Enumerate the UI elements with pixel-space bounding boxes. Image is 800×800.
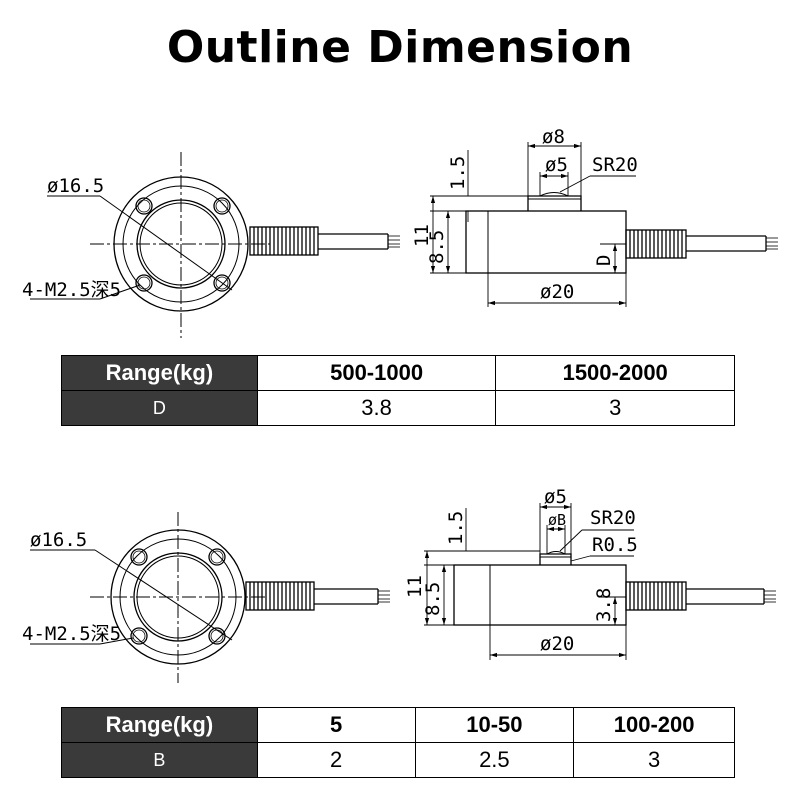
dim-holes: 4-M2.5深5 [22, 623, 121, 645]
range-cell: 100-200 [573, 707, 735, 743]
flange-outline [110, 529, 246, 665]
bolt-hole [130, 627, 148, 645]
dim-flange-diameter: ø16.5 [47, 175, 104, 197]
range-cell: 500-1000 [256, 355, 497, 391]
range-header-label: Range(kg) [61, 355, 258, 391]
strain-relief [625, 581, 687, 611]
dim-body-diameter: ø20 [540, 633, 574, 655]
table-row: D 3.8 3 [61, 390, 735, 426]
side-view-2 [424, 503, 776, 660]
dim-top-height: 1.5 [447, 156, 469, 190]
dim-body-diameter: ø20 [540, 281, 574, 303]
flange-outline [113, 176, 249, 312]
strain-relief [249, 226, 319, 256]
bolt-hole [130, 548, 148, 566]
range-cell: 5 [256, 707, 416, 743]
table-header-row: Range(kg) 500-1000 1500-2000 [61, 355, 735, 391]
value-cell: 3 [573, 742, 735, 778]
bolt-hole [213, 274, 231, 292]
bolt-hole [135, 197, 153, 215]
dim-sphere-radius: SR20 [590, 507, 636, 529]
value-cell: 2.5 [414, 742, 575, 778]
dim-total-height: 11 [411, 224, 433, 247]
dim-fillet-radius: R0.5 [592, 534, 638, 556]
dim-body-height: 8.5 [422, 582, 444, 616]
table-row: B 2 2.5 3 [61, 742, 735, 778]
row-label: B [61, 742, 258, 778]
value-cell: 2 [256, 742, 416, 778]
dim-cable-offset: D [593, 255, 615, 266]
bolt-hole [135, 274, 153, 292]
dim-body-height: 8.5 [426, 230, 448, 264]
table-header-row: Range(kg) 5 10-50 100-200 [61, 707, 735, 743]
strain-relief [245, 581, 315, 611]
dim-total-height: 11 [404, 575, 426, 598]
strain-relief [625, 229, 687, 259]
row-label: D [61, 390, 258, 426]
range-cell: 10-50 [414, 707, 575, 743]
dim-top-outer-diameter: ø8 [542, 126, 565, 148]
spec-table-2: Range(kg) 5 10-50 100-200 B 2 2.5 3 [61, 707, 735, 778]
dim-sphere-radius: SR20 [592, 154, 638, 176]
top-view-2 [30, 512, 390, 683]
range-header-label: Range(kg) [61, 707, 258, 743]
range-cell: 1500-2000 [495, 355, 735, 391]
side-view-1 [430, 142, 778, 307]
dim-flange-diameter: ø16.5 [30, 529, 87, 551]
bolt-hole [208, 627, 226, 645]
value-cell: 3.8 [256, 390, 497, 426]
dim-top-inner-diameter: ø5 [545, 154, 568, 176]
dim-top-inner-diameter: øB [548, 511, 566, 529]
dim-top-height: 1.5 [445, 511, 467, 545]
page-title: Outline Dimension [166, 22, 634, 73]
dim-holes: 4-M2.5深5 [22, 279, 121, 301]
dim-top-outer-diameter: ø5 [544, 486, 567, 508]
bolt-hole [208, 548, 226, 566]
top-view-1 [30, 152, 400, 338]
value-cell: 3 [495, 390, 735, 426]
dim-cable-offset: 3.8 [593, 588, 615, 622]
bolt-hole [213, 197, 231, 215]
spec-table-1: Range(kg) 500-1000 1500-2000 D 3.8 3 [61, 355, 735, 426]
